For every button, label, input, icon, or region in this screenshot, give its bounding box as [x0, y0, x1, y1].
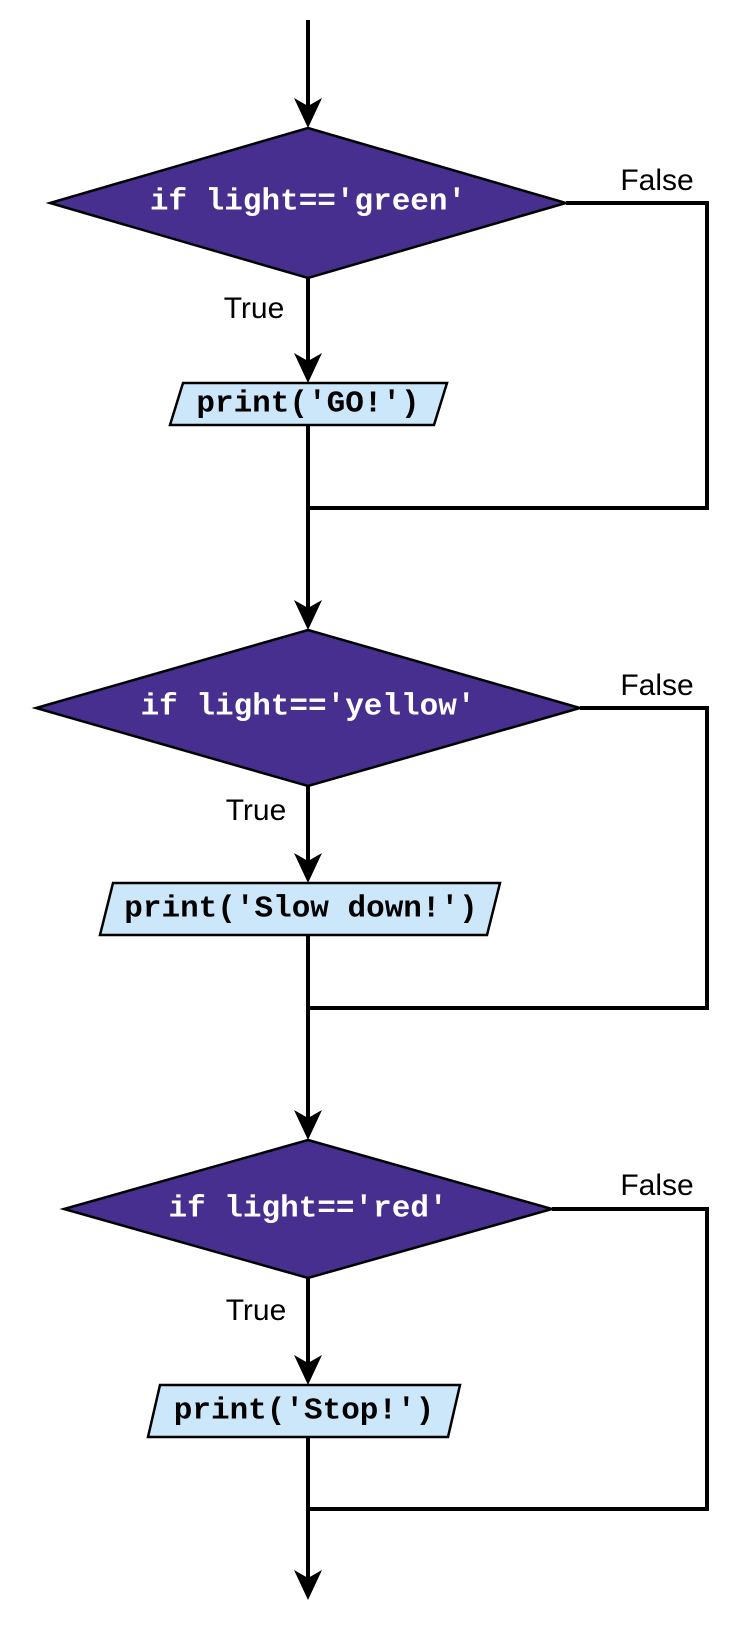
green-true-branch-label: True	[223, 292, 285, 325]
decision-yellow-shape	[31, 628, 585, 788]
red-false-branch-label: False	[620, 1169, 694, 1202]
yellow-false-line	[310, 706, 709, 1010]
yellow-false-branch-label: False	[620, 669, 694, 702]
io-slowdown-shape	[98, 881, 502, 937]
arrowhead-into-green-decision	[294, 98, 322, 128]
green-false-line	[310, 201, 709, 510]
io-stop-label: print('Stop!')	[173, 1393, 435, 1429]
yellow-true-branch-label: True	[225, 794, 287, 827]
io-go-shape	[168, 381, 449, 427]
arrowhead-exit	[294, 1570, 322, 1600]
io-shapes	[98, 381, 502, 1439]
arrowhead-into-slowdown-io	[294, 853, 322, 883]
arrowhead-into-stop-io	[294, 1355, 322, 1385]
decision-green-shape	[45, 126, 571, 280]
decision-yellow-label: if light=='yellow'	[140, 689, 476, 725]
green-false-branch-label: False	[620, 164, 694, 197]
arrowheads	[294, 98, 322, 1600]
io-go-label: print('GO!')	[196, 386, 420, 422]
arrowhead-into-yellow-decision	[294, 600, 322, 630]
decision-shapes	[31, 126, 585, 1280]
connector-lines	[306, 20, 709, 1582]
io-slowdown-label: print('Slow down!')	[124, 891, 478, 927]
decision-red-label: if light=='red'	[168, 1191, 448, 1227]
red-false-line	[310, 1207, 709, 1511]
red-true-branch-label: True	[225, 1294, 287, 1327]
arrowhead-into-go-io	[294, 353, 322, 383]
arrowhead-into-red-decision	[294, 1110, 322, 1140]
decision-red-shape	[59, 1138, 557, 1280]
io-stop-shape	[146, 1383, 462, 1439]
decision-green-label: if light=='green'	[149, 184, 467, 220]
